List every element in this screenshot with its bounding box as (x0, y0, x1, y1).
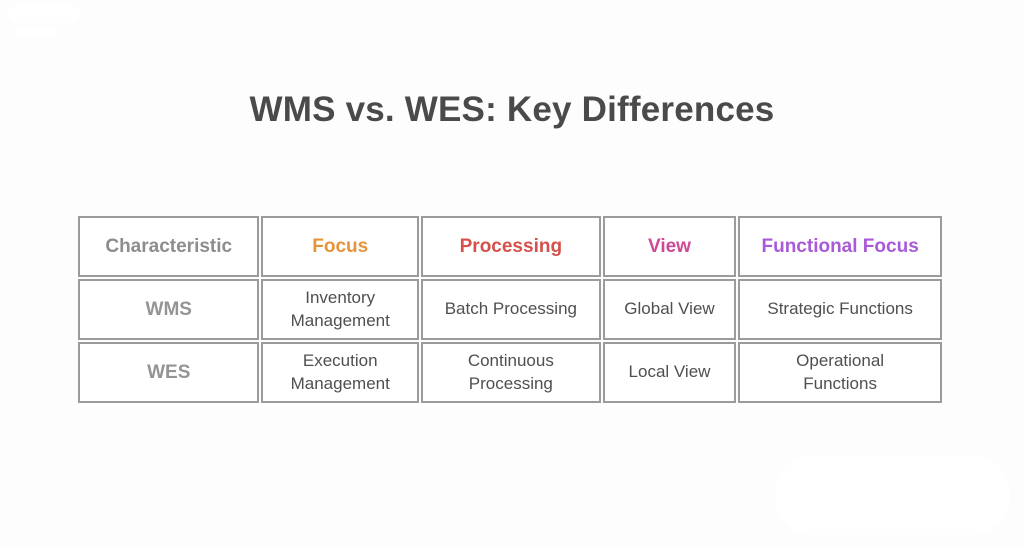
column-header-characteristic: Characteristic (78, 216, 260, 277)
cell-wms-view: Global View (602, 279, 737, 340)
page-title: WMS vs. WES: Key Differences (249, 90, 775, 129)
watermark-blob-top-left (8, 5, 80, 23)
cell-wes-functional-focus: Operational Functions (738, 342, 942, 403)
column-header-functional-focus: Functional Focus (738, 216, 942, 277)
header-row: Characteristic Focus Processing View Fun… (78, 216, 942, 277)
comparison-table: Characteristic Focus Processing View Fun… (76, 214, 944, 405)
column-header-focus: Focus (261, 216, 419, 277)
cell-wes-focus: Execution Management (261, 342, 419, 403)
column-header-processing: Processing (420, 216, 601, 277)
cell-wms-focus: Inventory Management (261, 279, 419, 340)
watermark-blob-top-left-small (14, 26, 58, 38)
cell-wes-processing: Continuous Processing (420, 342, 601, 403)
row-header-wms: WMS (78, 279, 260, 340)
cell-wms-processing: Batch Processing (420, 279, 601, 340)
cell-wms-functional-focus: Strategic Functions (738, 279, 942, 340)
cell-wes-view: Local View (602, 342, 737, 403)
table-row-wms: WMS Inventory Management Batch Processin… (78, 279, 942, 340)
watermark-blob-bottom-right (775, 455, 1010, 535)
column-header-view: View (602, 216, 737, 277)
row-header-wes: WES (78, 342, 260, 403)
table-row-wes: WES Execution Management Continuous Proc… (78, 342, 942, 403)
